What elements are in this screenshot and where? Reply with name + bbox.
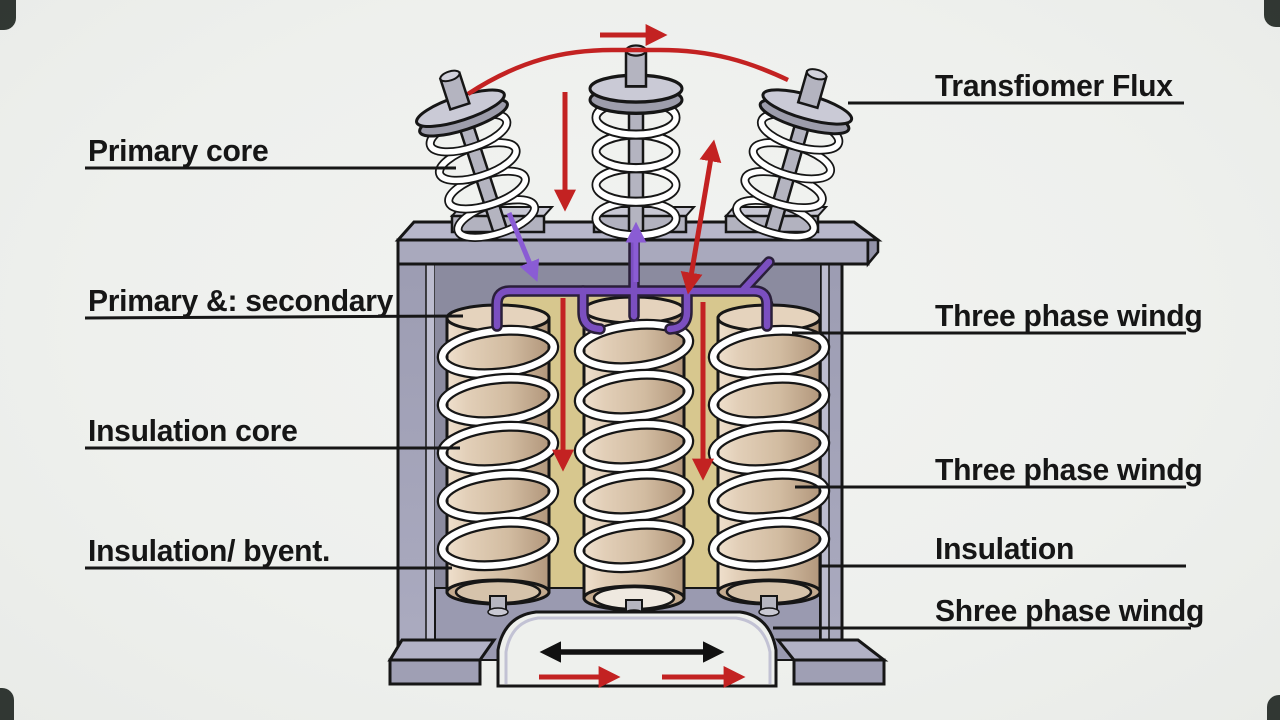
label-insulation-byent: Insulation/ byent. — [88, 533, 331, 568]
corner-mark-top-right — [1264, 0, 1280, 27]
label-three-phase-1: Three phase windg — [935, 298, 1203, 333]
label-primary-secondary: Primary &: secondary — [88, 283, 394, 318]
label-primary-core: Primary core — [88, 133, 269, 168]
label-insulation: Insulation — [935, 531, 1075, 566]
current-arrow-left — [506, 212, 540, 282]
flux-arrows — [539, 23, 746, 689]
bushing-2 — [590, 46, 682, 236]
current-arrows — [506, 212, 647, 282]
label-transformer-flux: Transfiomer Flux — [935, 68, 1173, 103]
winding-1 — [436, 303, 560, 617]
corner-mark-bottom-left — [0, 688, 14, 720]
leader-primary-secondary — [84, 314, 464, 320]
corner-mark-bottom-right — [1267, 695, 1280, 720]
left-foot — [387, 638, 497, 662]
winding-2 — [573, 295, 695, 619]
winding-3 — [707, 303, 831, 617]
label-three-phase-2: Three phase windg — [935, 452, 1203, 487]
bushings — [405, 46, 862, 248]
flux-arrow-up — [680, 139, 722, 295]
leader-lines — [84, 101, 1191, 630]
right-foot — [774, 638, 889, 662]
overhead-wire — [466, 47, 789, 96]
label-insulation-core: Insulation core — [88, 413, 298, 448]
label-three-phase-3: Shree phase windg — [935, 593, 1205, 628]
windings — [436, 295, 831, 619]
corner-mark-top-left — [0, 0, 16, 30]
